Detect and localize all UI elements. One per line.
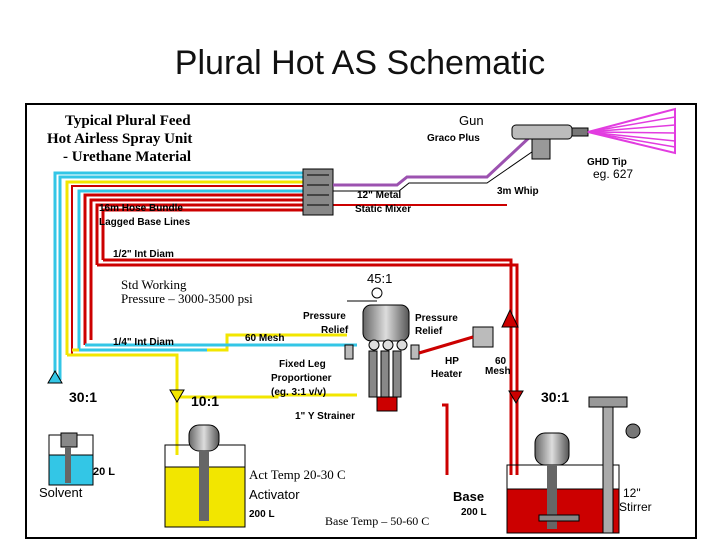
activator-label: Activator <box>249 487 300 502</box>
base-ratio: 30:1 <box>541 389 569 405</box>
relief-left-2: Relief <box>321 325 349 336</box>
relief-right-2: Relief <box>415 326 443 337</box>
heading-line-3: - Urethane Material <box>63 149 191 165</box>
y-strainer: 1" Y Strainer <box>295 411 355 422</box>
mixer-label-1: 12" Metal <box>357 190 401 201</box>
activator-volume: 200 L <box>249 509 275 520</box>
base-temp: Base Temp – 50-60 C <box>325 514 429 528</box>
hose-label-2: Lagged Base Lines <box>99 217 191 228</box>
schematic-panel: Typical Plural Feed Hot Airless Spray Un… <box>25 103 697 539</box>
schematic-diagram: Typical Plural Feed Hot Airless Spray Un… <box>39 107 676 534</box>
slide-title: Plural Hot AS Schematic <box>174 44 546 82</box>
proportioner-label-2: Proportioner <box>271 373 332 384</box>
hose-label-1: 16m Hose Bundle <box>99 203 183 214</box>
base-label: Base <box>453 489 484 504</box>
base-container <box>506 396 641 534</box>
activator-line <box>65 180 303 355</box>
relief-left-1: Pressure <box>303 311 346 322</box>
proportioner-label-3: (eg. 3:1 v/v) <box>271 387 326 398</box>
base-down-arrow <box>508 390 524 404</box>
pressure-label-1: Std Working <box>121 277 187 292</box>
heading-line-1: Typical Plural Feed <box>65 113 191 129</box>
pressure-label-2: Pressure – 3000-3500 psi <box>121 291 253 306</box>
gun-label: Gun <box>459 113 484 128</box>
hose-bundle <box>53 171 303 380</box>
base-volume: 200 L <box>461 507 487 518</box>
hp-heater-2: Heater <box>431 369 462 380</box>
heading-line-2: Hot Airless Spray Unit <box>47 131 192 147</box>
int-diam-quarter: 1/4" Int Diam <box>113 337 174 348</box>
proportioner <box>344 287 420 412</box>
static-mixer <box>302 133 543 216</box>
activator-arrow <box>169 389 185 403</box>
solvent-container <box>48 432 94 486</box>
base-line-upper <box>95 203 303 265</box>
solvent-label: Solvent <box>39 485 83 500</box>
diagram-heading: Typical Plural Feed Hot Airless Spray Un… <box>47 113 192 165</box>
activator-temp: Act Temp 20-30 C <box>249 467 346 482</box>
solvent-arrow <box>47 370 63 384</box>
hp-heater-box <box>472 326 494 348</box>
tip-example: eg. 627 <box>593 167 633 181</box>
mesh-left: 60 Mesh <box>245 333 284 344</box>
solvent-lines <box>79 343 357 352</box>
mesh-right-1: 60 <box>495 356 507 367</box>
activator-ratio: 10:1 <box>191 393 219 409</box>
int-diam-half: 1/2" Int Diam <box>113 249 174 260</box>
solvent-volume: 20 L <box>93 466 115 478</box>
base-lines <box>97 204 519 475</box>
mesh-right-2: Mesh <box>485 366 511 377</box>
tip-label: GHD Tip <box>587 157 627 168</box>
solvent-ratio: 30:1 <box>69 389 97 405</box>
whip-label: 3m Whip <box>497 186 539 197</box>
stirrer-label-2: Stirrer <box>619 500 652 514</box>
stirrer-label-1: 12" <box>623 486 641 500</box>
proportioner-label-1: Fixed Leg <box>279 359 326 370</box>
gun-model: Graco Plus <box>427 133 480 144</box>
pump-ratio: 45:1 <box>367 271 392 286</box>
relief-right-1: Pressure <box>415 313 458 324</box>
activator-container <box>164 424 246 528</box>
spray-gun <box>511 107 676 160</box>
mixer-label-2: Static Mixer <box>355 204 411 215</box>
hp-heater-1: HP <box>445 356 459 367</box>
base-arrow <box>501 308 519 328</box>
solvent-line <box>53 171 303 380</box>
